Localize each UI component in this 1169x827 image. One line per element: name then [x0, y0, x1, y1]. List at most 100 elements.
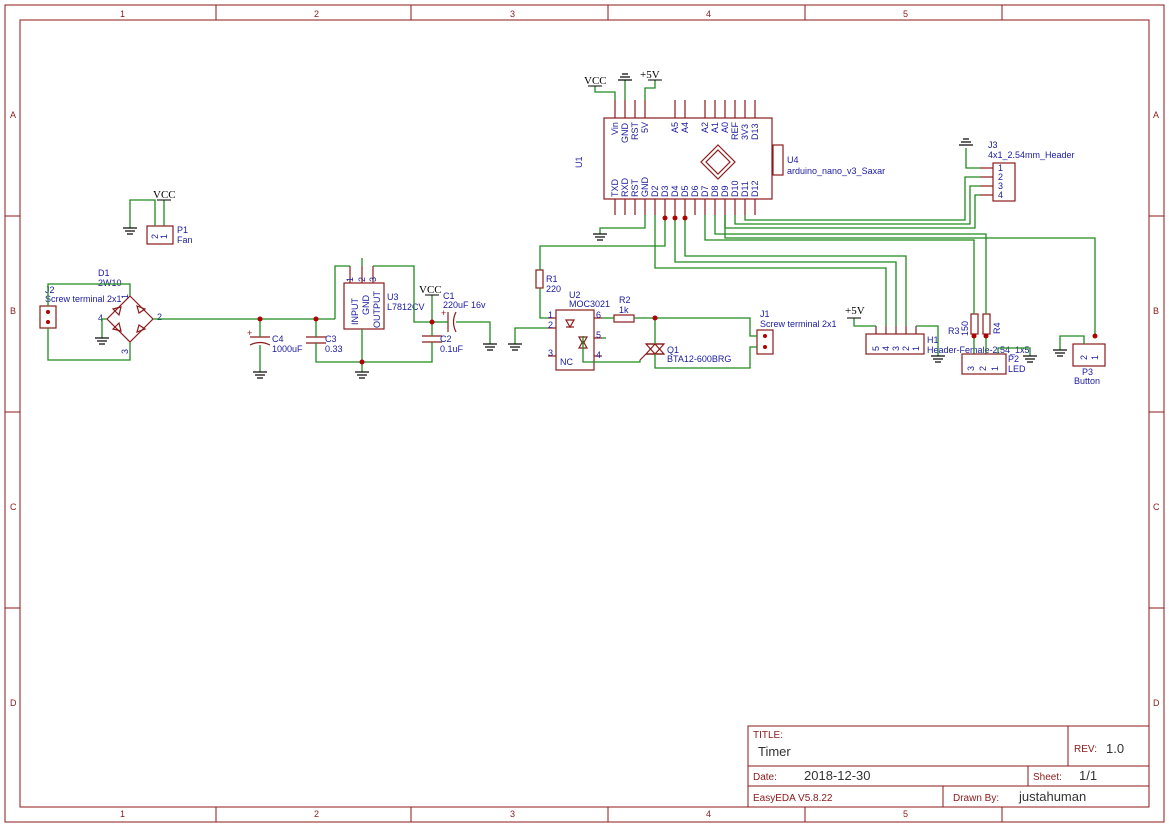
- j1-screw-terminal[interactable]: [756, 329, 774, 355]
- p3-pin-2: 2: [1079, 355, 1089, 360]
- c3-capacitor[interactable]: [306, 336, 326, 344]
- r3-ref: R3: [948, 326, 960, 336]
- svg-text:A5: A5: [670, 122, 680, 133]
- row-label-d-right: D: [1153, 698, 1160, 708]
- u4-name: arduino_nano_v3_Saxar: [787, 166, 885, 176]
- row-label-a-left: A: [10, 110, 16, 120]
- svg-text:A2: A2: [700, 122, 710, 133]
- wire-junctions: [257, 215, 1098, 365]
- h1-pin-1: 1: [911, 346, 921, 351]
- u3-pin-gnd: GND: [361, 295, 371, 316]
- p2-led-connector[interactable]: [961, 353, 1007, 375]
- svg-text:D9: D9: [720, 185, 730, 197]
- r4-resistor[interactable]: [982, 313, 991, 335]
- row-label-a-right: A: [1153, 110, 1159, 120]
- ground-icon-c4: [253, 371, 267, 379]
- h1-header-female[interactable]: [865, 326, 925, 355]
- r1-resistor[interactable]: [535, 269, 544, 289]
- j2-ref: J2: [45, 285, 55, 295]
- drawn-by-label: Drawn By:: [953, 793, 999, 804]
- h1-name: Header-Female-2.54_1x5: [927, 345, 1030, 355]
- j3-header[interactable]: [980, 162, 1016, 202]
- u2-pin-6: 6: [596, 310, 601, 320]
- h1-pin-5: 5: [871, 346, 881, 351]
- j3-name: 4x1_2.54mm_Header: [988, 150, 1075, 160]
- u3-pin-input: INPUT: [350, 297, 360, 325]
- ground-icon-u2: [508, 343, 522, 351]
- c3-ref: C3: [325, 334, 337, 344]
- vcc-label-c1: VCC: [419, 284, 442, 296]
- ground-icon-p2: [1023, 355, 1037, 363]
- chip-icon: [700, 144, 736, 180]
- p1-fan-connector[interactable]: [146, 225, 174, 245]
- c4-c3-wires: [259, 319, 433, 372]
- svg-text:D3: D3: [660, 185, 670, 197]
- diode-icon: [111, 305, 147, 333]
- svg-text:D7: D7: [700, 185, 710, 197]
- u2-nc: NC: [560, 357, 573, 367]
- u2-pin-3: 3: [548, 348, 553, 358]
- sheet-value: 1/1: [1079, 768, 1097, 783]
- title-label: TITLE:: [753, 730, 783, 741]
- inner-border: [19, 19, 1150, 808]
- p1-wires: [129, 199, 165, 228]
- row-label-b-right: B: [1153, 306, 1159, 316]
- svg-text:RXD: RXD: [620, 177, 630, 197]
- vcc-label-p1: VCC: [153, 189, 176, 201]
- p3-wires: [724, 215, 1096, 350]
- r3-r4-wires: [704, 215, 987, 354]
- d1-pin-1: 1: [120, 294, 130, 299]
- p2-pin-3: 3: [966, 366, 976, 371]
- h1-wires: [654, 215, 939, 356]
- u3-voltage-regulator[interactable]: [343, 266, 385, 330]
- p2-pin-2: 2: [978, 366, 988, 371]
- ground-icon-c1: [483, 343, 497, 351]
- h1-pin-2: 2: [901, 346, 911, 351]
- u2-pin-1: 1: [548, 310, 553, 320]
- row-label-d-left: D: [10, 698, 17, 708]
- col-label-1-bottom: 1: [120, 809, 125, 819]
- p3-button-connector[interactable]: [1072, 343, 1106, 367]
- p2-ref: P2: [1008, 354, 1019, 364]
- p2-gnd-wire: [997, 347, 1031, 356]
- col-label-2-bottom: 2: [314, 809, 319, 819]
- svg-text:Vin: Vin: [610, 122, 620, 135]
- svg-text:D2: D2: [650, 185, 660, 197]
- u2-ref: U2: [569, 290, 581, 300]
- u3-pin-output: OUTPUT: [372, 291, 382, 329]
- c2-capacitor[interactable]: [422, 335, 442, 343]
- d1-pin-3: 3: [120, 349, 130, 354]
- u4-part[interactable]: [772, 144, 784, 176]
- c4-capacitor[interactable]: +: [247, 328, 271, 346]
- sheet-label: Sheet:: [1033, 772, 1062, 783]
- svg-text:D4: D4: [670, 185, 680, 197]
- j3-pin-3: 3: [998, 181, 1003, 191]
- u1-arduino-nano[interactable]: [603, 100, 773, 215]
- j2-name: Screw terminal 2x1: [45, 294, 122, 304]
- d1-pin-4: 4: [98, 313, 103, 323]
- r1-value: 220: [546, 284, 561, 294]
- drawn-by-value: justahuman: [1018, 789, 1086, 804]
- svg-text:D6: D6: [690, 185, 700, 197]
- r3-value: 150: [960, 321, 970, 336]
- u1-ref: U1: [574, 156, 584, 168]
- q1-ref: Q1: [667, 345, 679, 355]
- p2-pin-1: 1: [990, 366, 1000, 371]
- j3-wires: [724, 148, 980, 229]
- d1-pin-2: 2: [157, 312, 162, 322]
- r2-value: 1k: [619, 305, 629, 315]
- ground-icon-p1: [123, 227, 137, 235]
- c2-ref: C2: [440, 334, 452, 344]
- u2-optocoupler[interactable]: [548, 309, 602, 371]
- r2-resistor[interactable]: [613, 314, 635, 323]
- ground-icon-j3: [959, 138, 973, 146]
- c1-capacitor[interactable]: +: [441, 308, 457, 333]
- row-label-c-left: C: [10, 502, 17, 512]
- q1-triac[interactable]: [639, 343, 666, 361]
- p3-pin-1: 1: [1090, 355, 1100, 360]
- c2-value: 0.1uF: [440, 344, 464, 354]
- r3-resistor[interactable]: [970, 313, 979, 335]
- j2-screw-terminal[interactable]: [39, 305, 57, 329]
- j1-name: Screw terminal 2x1: [760, 319, 837, 329]
